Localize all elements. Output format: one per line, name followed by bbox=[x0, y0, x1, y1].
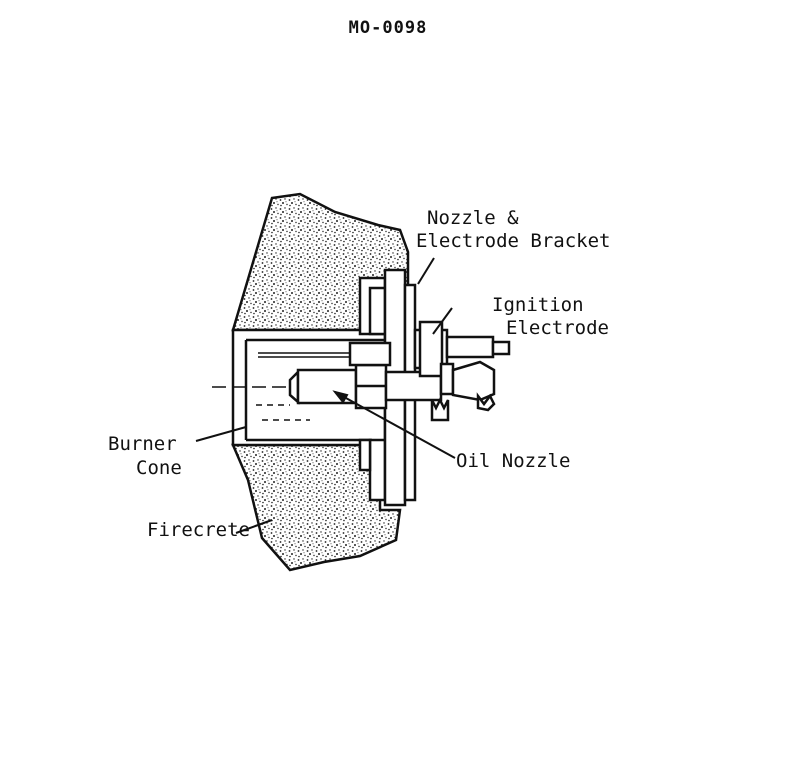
oil-nozzle bbox=[288, 363, 443, 410]
leader-lines bbox=[195, 257, 456, 534]
label-firecrete: Firecrete bbox=[147, 519, 250, 541]
electrode-rod bbox=[258, 341, 392, 367]
document-id: MO-0098 bbox=[348, 18, 428, 38]
label-oil-nozzle: Oil Nozzle bbox=[456, 450, 570, 472]
label-ignition-line1: Ignition bbox=[492, 294, 584, 316]
label-burner-cone-line2: Cone bbox=[136, 457, 182, 479]
ignition-electrode bbox=[413, 320, 511, 422]
label-burner-cone-line1: Burner bbox=[108, 433, 177, 455]
label-nozzle-bracket-line2: Electrode Bracket bbox=[416, 230, 610, 252]
label-nozzle-bracket-line1: Nozzle & bbox=[427, 207, 519, 229]
mounting-sleeve bbox=[358, 276, 387, 502]
label-ignition-line2: Electrode bbox=[506, 317, 609, 339]
